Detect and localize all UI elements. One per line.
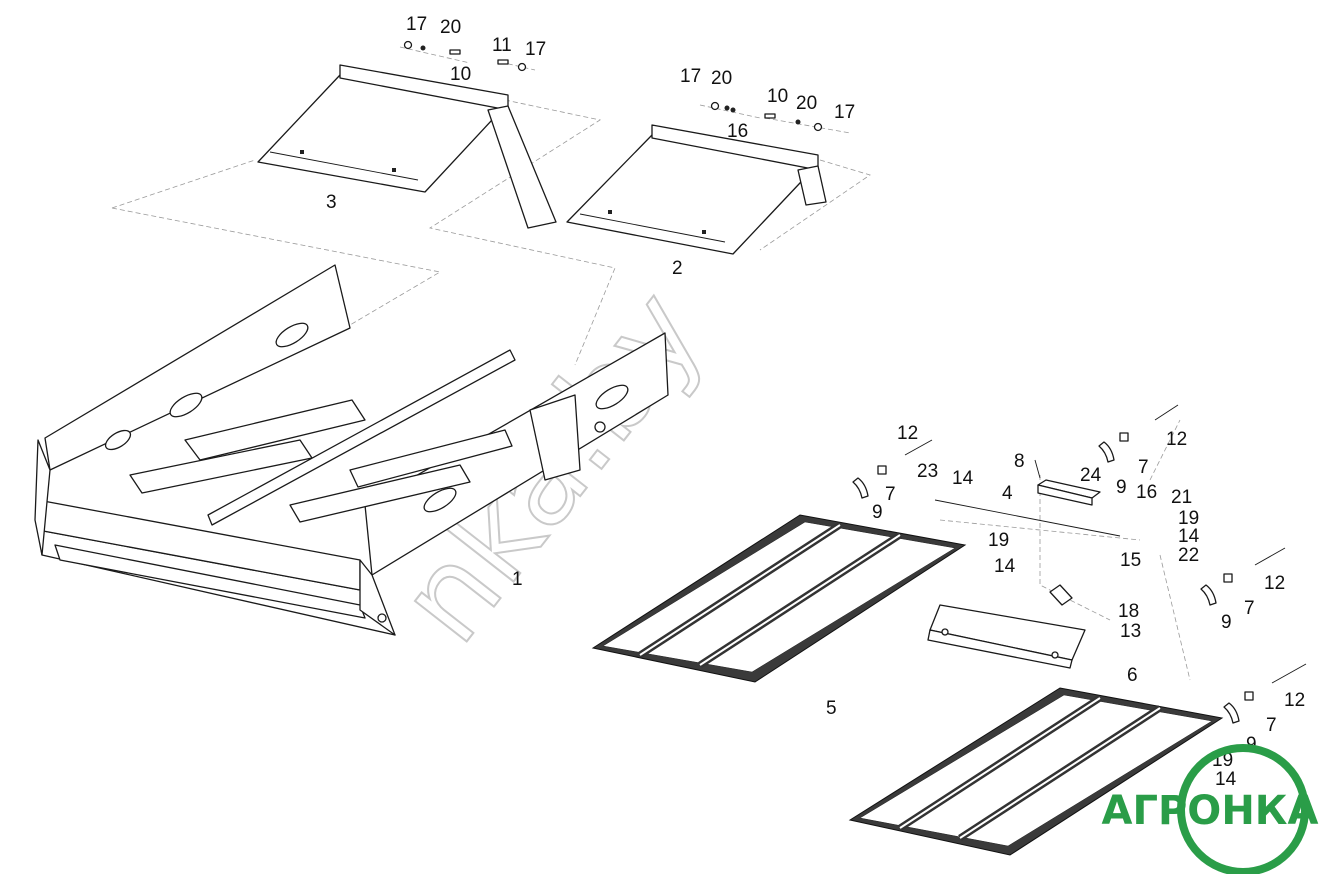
label-10a: 10 <box>450 64 471 85</box>
label-16b: 16 <box>1136 482 1157 503</box>
label-7c: 7 <box>1244 598 1255 619</box>
label-20c: 20 <box>796 93 817 114</box>
label-3: 3 <box>326 192 337 213</box>
shoes-clamps <box>852 432 1254 724</box>
label-2: 2 <box>672 258 683 279</box>
front-panel <box>257 64 557 229</box>
label-7d: 7 <box>1266 715 1277 736</box>
assembly-guides <box>111 46 1191 681</box>
rod-assembly <box>904 404 1307 684</box>
label-6: 6 <box>1127 665 1138 686</box>
main-frame <box>34 264 669 636</box>
label-17c: 17 <box>680 66 701 87</box>
label-17d: 17 <box>834 102 855 123</box>
label-19b: 19 <box>1178 508 1199 529</box>
label-14c: 14 <box>1178 526 1200 547</box>
label-23: 23 <box>917 461 938 482</box>
label-20a: 20 <box>440 17 461 38</box>
label-9c: 9 <box>1221 612 1232 633</box>
label-10b: 10 <box>767 86 788 107</box>
label-14b: 14 <box>994 556 1016 577</box>
label-9d: 9 <box>1246 734 1257 755</box>
part-labels: 1 2 3 4 5 6 7 7 7 7 8 9 9 9 9 10 10 11 1… <box>326 14 1305 790</box>
label-17a: 17 <box>406 14 427 35</box>
label-22: 22 <box>1178 545 1199 566</box>
rear-panel <box>566 124 827 255</box>
bracket <box>927 604 1086 669</box>
label-7b: 7 <box>1138 457 1149 478</box>
label-1: 1 <box>512 569 523 590</box>
label-17b: 17 <box>525 39 546 60</box>
label-12a: 12 <box>897 423 918 444</box>
label-14d: 14 <box>1215 769 1237 790</box>
grate-left <box>591 514 967 683</box>
label-9a: 9 <box>872 502 883 523</box>
label-19a: 19 <box>988 530 1009 551</box>
label-5: 5 <box>826 698 837 719</box>
agronka-logo: АГРОНКА <box>1102 744 1319 874</box>
logo-ring-icon <box>1177 744 1309 874</box>
label-12c: 12 <box>1264 573 1285 594</box>
label-4: 4 <box>1002 483 1013 504</box>
label-24: 24 <box>1080 465 1102 486</box>
label-21: 21 <box>1171 487 1192 508</box>
label-13: 13 <box>1120 621 1141 642</box>
logo-text: АГРОНКА <box>1102 788 1319 834</box>
top-fasteners <box>403 40 823 132</box>
label-14a: 14 <box>952 468 974 489</box>
label-11: 11 <box>492 35 512 56</box>
label-12d: 12 <box>1284 690 1305 711</box>
grate-right <box>848 687 1224 856</box>
label-9b: 9 <box>1116 477 1127 498</box>
label-18: 18 <box>1118 601 1139 622</box>
label-8: 8 <box>1014 451 1025 472</box>
label-7a: 7 <box>885 484 896 505</box>
label-20b: 20 <box>711 68 732 89</box>
label-12b: 12 <box>1166 429 1187 450</box>
label-16a: 16 <box>727 121 748 142</box>
label-15: 15 <box>1120 550 1141 571</box>
